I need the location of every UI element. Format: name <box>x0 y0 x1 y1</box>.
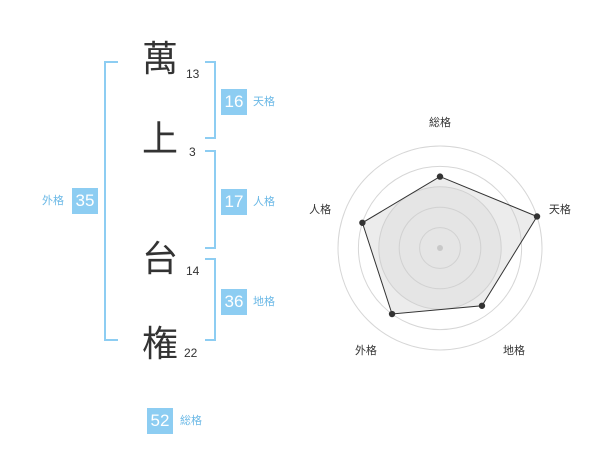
name-char-4: 権 <box>142 324 179 365</box>
stroke-count-2: 3 <box>189 145 196 159</box>
tenkaku-label: 天格 <box>253 95 275 108</box>
radar-ring-5 <box>337 145 543 351</box>
chikaku-label: 地格 <box>253 295 275 308</box>
tenkaku-value: 16 <box>221 89 247 115</box>
radar-series-polygon <box>361 176 538 315</box>
radar-ring-1 <box>419 227 461 269</box>
stroke-count-4: 22 <box>184 346 198 360</box>
radar-ring-4 <box>357 165 523 331</box>
radar-axis-label-5: 人格 <box>309 202 331 216</box>
radar-center-dot <box>437 245 443 251</box>
bracket-gaikaku <box>104 61 118 341</box>
jinkaku-value: 17 <box>221 189 247 215</box>
soukaku-value: 52 <box>147 408 173 434</box>
radar-point-3 <box>478 302 486 309</box>
radar-point-4 <box>388 310 396 318</box>
radar-axis-label-1: 総格 <box>429 115 451 129</box>
chikaku-value: 36 <box>221 289 247 315</box>
radar-point-1 <box>436 173 444 180</box>
radar-point-5 <box>359 219 366 226</box>
jinkaku-label: 人格 <box>253 195 275 208</box>
radar-axis-label-2: 天格 <box>549 202 571 216</box>
radar-ring-2 <box>398 206 482 290</box>
gaikaku-label: 外格 <box>42 194 64 207</box>
bracket-tenkaku <box>205 61 216 139</box>
soukaku-label: 総格 <box>180 414 202 427</box>
stroke-count-1: 13 <box>186 67 200 81</box>
radar-point-2 <box>533 213 541 220</box>
bracket-chikaku <box>205 258 216 341</box>
gaikaku-value: 35 <box>72 188 98 214</box>
radar-axis-label-4: 外格 <box>355 343 377 357</box>
bracket-jinkaku <box>205 150 216 249</box>
radar-axis-label-3: 地格 <box>503 343 525 357</box>
stroke-count-3: 14 <box>186 264 200 278</box>
name-char-1: 萬 <box>142 39 179 80</box>
name-char-2: 上 <box>142 119 179 160</box>
name-char-3: 台 <box>142 239 179 280</box>
